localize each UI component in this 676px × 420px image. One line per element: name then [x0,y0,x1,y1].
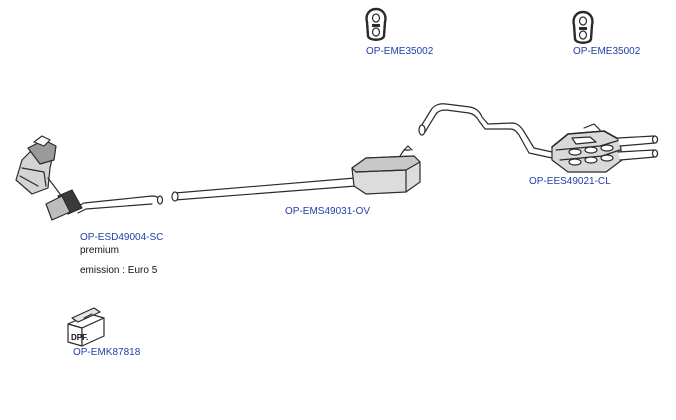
rubber-hanger-icon-left[interactable] [365,7,387,41]
part-link-rear-silencer[interactable]: OP-EES49021-CL [529,176,611,187]
part-link-front-section[interactable]: OP-ESD49004-SC [80,232,164,243]
part-link-dpf-kit[interactable]: OP-EMK87818 [73,347,141,358]
emission-note: emission : Euro 5 [80,265,158,276]
dpf-kit-box-icon[interactable] [67,307,105,347]
front-section-drawing[interactable] [15,135,164,221]
rubber-hanger-icon-right[interactable] [572,10,594,44]
part-link-hanger-right[interactable]: OP-EME35002 [573,46,641,57]
rear-silencer-drawing[interactable] [418,103,659,173]
part-link-hanger-left[interactable]: OP-EME35002 [366,46,434,57]
quality-note: premium [80,245,119,256]
part-link-middle-silencer[interactable]: OP-EMS49031-OV [285,206,371,217]
middle-silencer-drawing[interactable] [171,145,421,202]
dpf-box-label: DPF. [71,333,89,342]
